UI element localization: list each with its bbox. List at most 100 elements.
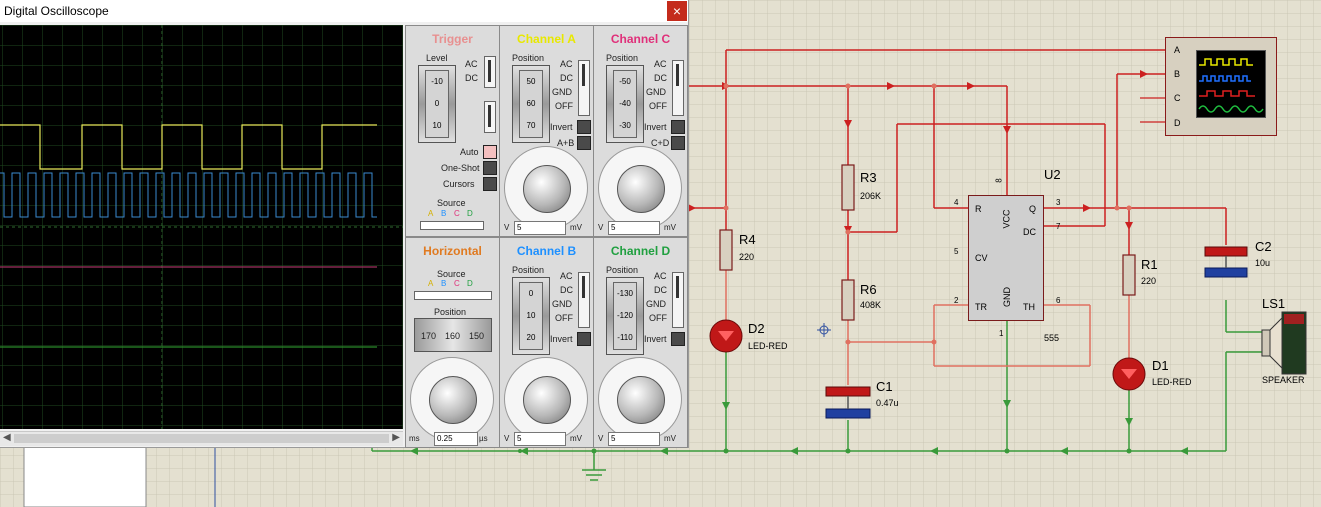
channel-b-value-field[interactable]: 5 <box>514 432 566 446</box>
horizontal-source-d[interactable]: D <box>467 279 473 288</box>
trigger-source-d[interactable]: D <box>467 209 473 218</box>
scope-input-stubs <box>1140 97 1165 123</box>
channel-a-sum-button[interactable] <box>577 136 591 150</box>
channel-c-tick-3: -30 <box>619 121 631 130</box>
channel-c-invert-button[interactable] <box>671 120 685 134</box>
trigger-edge-switch[interactable] <box>484 101 496 133</box>
channel-c-value-field[interactable]: 5 <box>608 221 660 235</box>
channel-a-sum-label: A+B <box>557 138 575 148</box>
channel-b-tick-3: 20 <box>526 333 536 342</box>
channel-c-volts-dial[interactable] <box>598 146 682 230</box>
close-button[interactable]: × <box>667 1 687 21</box>
channel-d-coupling-switch[interactable] <box>672 272 684 328</box>
channel-c-off: OFF <box>649 101 667 111</box>
channel-b-coupling-switch[interactable] <box>578 272 590 328</box>
horizontal-source-slider[interactable] <box>414 291 492 300</box>
channel-c-volts-knob[interactable] <box>617 165 665 213</box>
u2-555-chip[interactable]: R Q DC CV TR TH VCC GND <box>968 195 1044 321</box>
pin-num-3: 3 <box>1056 198 1061 207</box>
channel-b-gnd: GND <box>552 299 572 309</box>
c2-label: C2 <box>1255 239 1272 254</box>
channel-a-volts-knob[interactable] <box>523 165 571 213</box>
trigger-source-slider[interactable] <box>420 221 484 230</box>
channel-d-value-field[interactable]: 5 <box>608 432 660 446</box>
channel-a-unit-v: V <box>504 223 510 232</box>
trigger-coupling-switch[interactable] <box>484 56 496 88</box>
channel-c-coupling-switch[interactable] <box>672 60 684 116</box>
trigger-level-label: Level <box>426 53 448 63</box>
channel-a-invert-button[interactable] <box>577 120 591 134</box>
horizontal-value-field[interactable]: 0.25 <box>434 432 478 446</box>
d1-value: LED-RED <box>1152 377 1192 387</box>
trigger-cursors-button[interactable] <box>483 177 497 191</box>
channel-c-invert-label: Invert <box>644 122 667 132</box>
scroll-left-icon[interactable]: ◀ <box>3 432 11 443</box>
channel-a-gnd: GND <box>552 87 572 97</box>
channel-d-volts-knob[interactable] <box>617 376 665 424</box>
pin-q: Q <box>1029 204 1037 214</box>
scope-screen[interactable] <box>0 25 403 429</box>
pin-num-2: 2 <box>954 296 959 305</box>
pin-num-7: 7 <box>1056 222 1061 231</box>
channel-b-position-slider[interactable]: 0 10 20 <box>512 277 550 355</box>
channel-c-tick-2: -40 <box>619 99 631 108</box>
trigger-source-c[interactable]: C <box>454 209 460 218</box>
channel-d-unit-v: V <box>598 434 604 443</box>
channel-d-position-slider[interactable]: -130 -120 -110 <box>606 277 644 355</box>
horizontal-source-a[interactable]: A <box>428 279 434 288</box>
channel-c-sum-button[interactable] <box>671 136 685 150</box>
trigger-oneshot-button[interactable] <box>483 161 497 175</box>
d1-label: D1 <box>1152 358 1169 373</box>
trigger-auto-button[interactable] <box>483 145 497 159</box>
channel-b-volts-knob[interactable] <box>523 376 571 424</box>
channel-d-position-label: Position <box>606 265 639 275</box>
horizontal-source-c[interactable]: C <box>454 279 460 288</box>
r6-label: R6 <box>860 282 877 297</box>
trigger-panel: Trigger Level -10 0 10 AC DC Auto One-Sh… <box>405 25 500 237</box>
trigger-source-a[interactable]: A <box>428 209 434 218</box>
channel-a-volts-dial[interactable] <box>504 146 588 230</box>
trigger-level-slider[interactable]: -10 0 10 <box>418 65 456 143</box>
oscilloscope-instrument[interactable]: A B C D <box>1165 37 1277 136</box>
channel-d-tick-3: -110 <box>617 333 633 342</box>
trigger-oneshot-label: One-Shot <box>441 163 480 173</box>
c2-value: 10u <box>1255 258 1271 268</box>
horizontal-tick-3: 150 <box>469 331 485 341</box>
channel-b-unit-v: V <box>504 434 510 443</box>
pin-num-5: 5 <box>954 247 959 256</box>
channel-b-invert-button[interactable] <box>577 332 591 346</box>
ls1-label: LS1 <box>1262 296 1286 311</box>
channel-a-coupling-switch[interactable] <box>578 60 590 116</box>
screen-scrollbar[interactable]: ◀ ▶ <box>0 431 403 446</box>
channel-b-volts-dial[interactable] <box>504 357 588 441</box>
channel-d-invert-button[interactable] <box>671 332 685 346</box>
r6-body <box>841 279 855 321</box>
channel-c-tick-1: -50 <box>619 77 631 86</box>
horizontal-source-b[interactable]: B <box>441 279 447 288</box>
channel-b-position-label: Position <box>512 265 545 275</box>
channel-a-value-field[interactable]: 5 <box>514 221 566 235</box>
channel-d-volts-dial[interactable] <box>598 357 682 441</box>
r3-label: R3 <box>860 170 877 185</box>
scope-input-a: A <box>1174 45 1181 55</box>
trigger-source-b[interactable]: B <box>441 209 447 218</box>
title-bar[interactable]: Digital Oscilloscope × <box>0 0 688 22</box>
trigger-cursors-label: Cursors <box>443 179 475 189</box>
r4-label: R4 <box>739 232 756 247</box>
horizontal-unit-ms: ms <box>409 434 420 443</box>
horizontal-position-slider[interactable]: 170 160 150 <box>414 318 492 352</box>
channel-c-position-slider[interactable]: -50 -40 -30 <box>606 65 644 143</box>
c2-capacitor <box>1204 246 1248 278</box>
pin-gnd: GND <box>1002 287 1012 307</box>
horizontal-time-knob[interactable] <box>429 376 477 424</box>
window-title: Digital Oscilloscope <box>4 4 109 18</box>
channel-b-panel: Channel B Position 0 10 20 AC DC GND OFF… <box>499 237 594 448</box>
sheet-frame <box>23 446 147 507</box>
channel-a-position-slider[interactable]: 50 60 70 <box>512 65 550 143</box>
oscilloscope-window[interactable]: Digital Oscilloscope × ◀ ▶ <box>0 0 689 448</box>
horizontal-time-dial[interactable] <box>410 357 494 441</box>
scroll-thumb[interactable] <box>14 434 389 443</box>
scope-mini-screen <box>1196 50 1266 118</box>
scroll-right-icon[interactable]: ▶ <box>392 432 400 443</box>
c1-capacitor <box>825 386 871 419</box>
